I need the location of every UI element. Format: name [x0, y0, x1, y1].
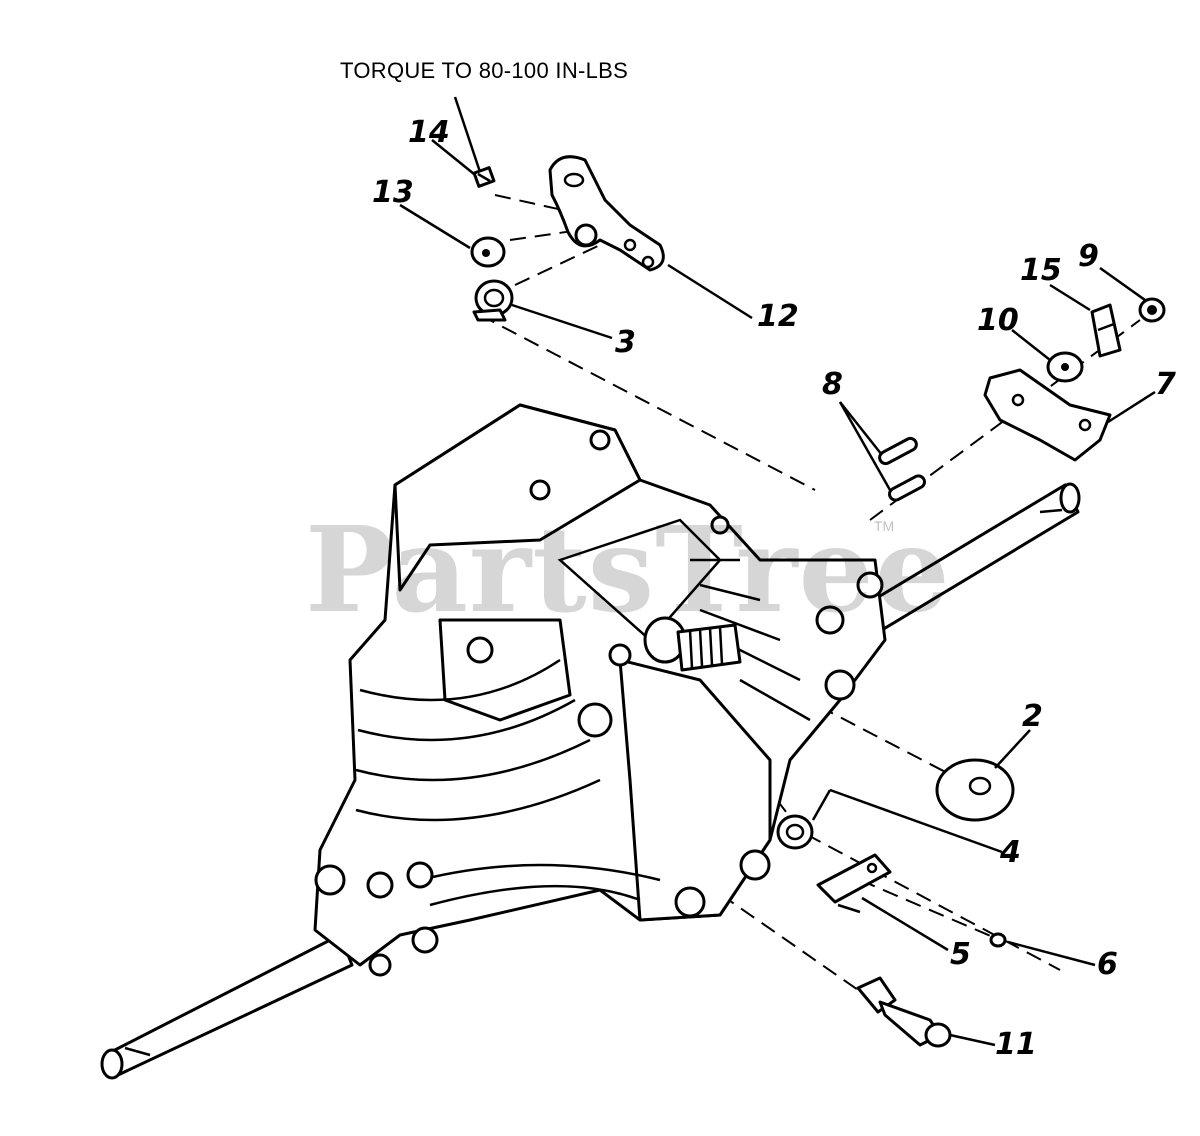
callout-7: 7	[1155, 367, 1176, 402]
callout-2: 2	[1022, 699, 1043, 734]
bracket-5	[816, 853, 892, 914]
axle-shaft-left	[100, 933, 354, 1080]
shift-arm-12	[548, 155, 665, 272]
callout-8: 8	[822, 367, 843, 402]
transaxle-housing	[313, 403, 887, 977]
partstree-watermark: PartsTree	[305, 500, 951, 639]
washer-2	[935, 758, 1015, 822]
torque-note: TORQUE TO 80-100 IN-LBS	[340, 58, 629, 83]
callout-13: 13	[372, 175, 414, 210]
clip-15	[1090, 303, 1122, 358]
washer-10	[1046, 351, 1084, 383]
nut-9	[1138, 297, 1166, 323]
fitting-11	[856, 976, 952, 1048]
callout-9: 9	[1078, 239, 1099, 274]
callout-15: 15	[1020, 253, 1062, 288]
callout-leaders	[399, 96, 1156, 1047]
callout-3: 3	[615, 325, 636, 360]
callout-12: 12	[757, 299, 799, 334]
callout-6: 6	[1097, 947, 1118, 982]
callout-10: 10	[977, 303, 1019, 338]
bushing-4	[776, 814, 814, 850]
callout-14: 14	[408, 115, 450, 150]
washer-13	[470, 236, 506, 268]
callout-5: 5	[950, 937, 971, 972]
nut-6	[989, 932, 1007, 948]
bushing-3	[472, 279, 514, 322]
pin-8	[878, 436, 926, 502]
callout-11: 11	[995, 1027, 1037, 1062]
trademark-mark: TM	[874, 518, 895, 534]
bracket-7	[983, 368, 1112, 462]
callout-4: 4	[1000, 835, 1021, 870]
screw-14	[472, 166, 496, 188]
